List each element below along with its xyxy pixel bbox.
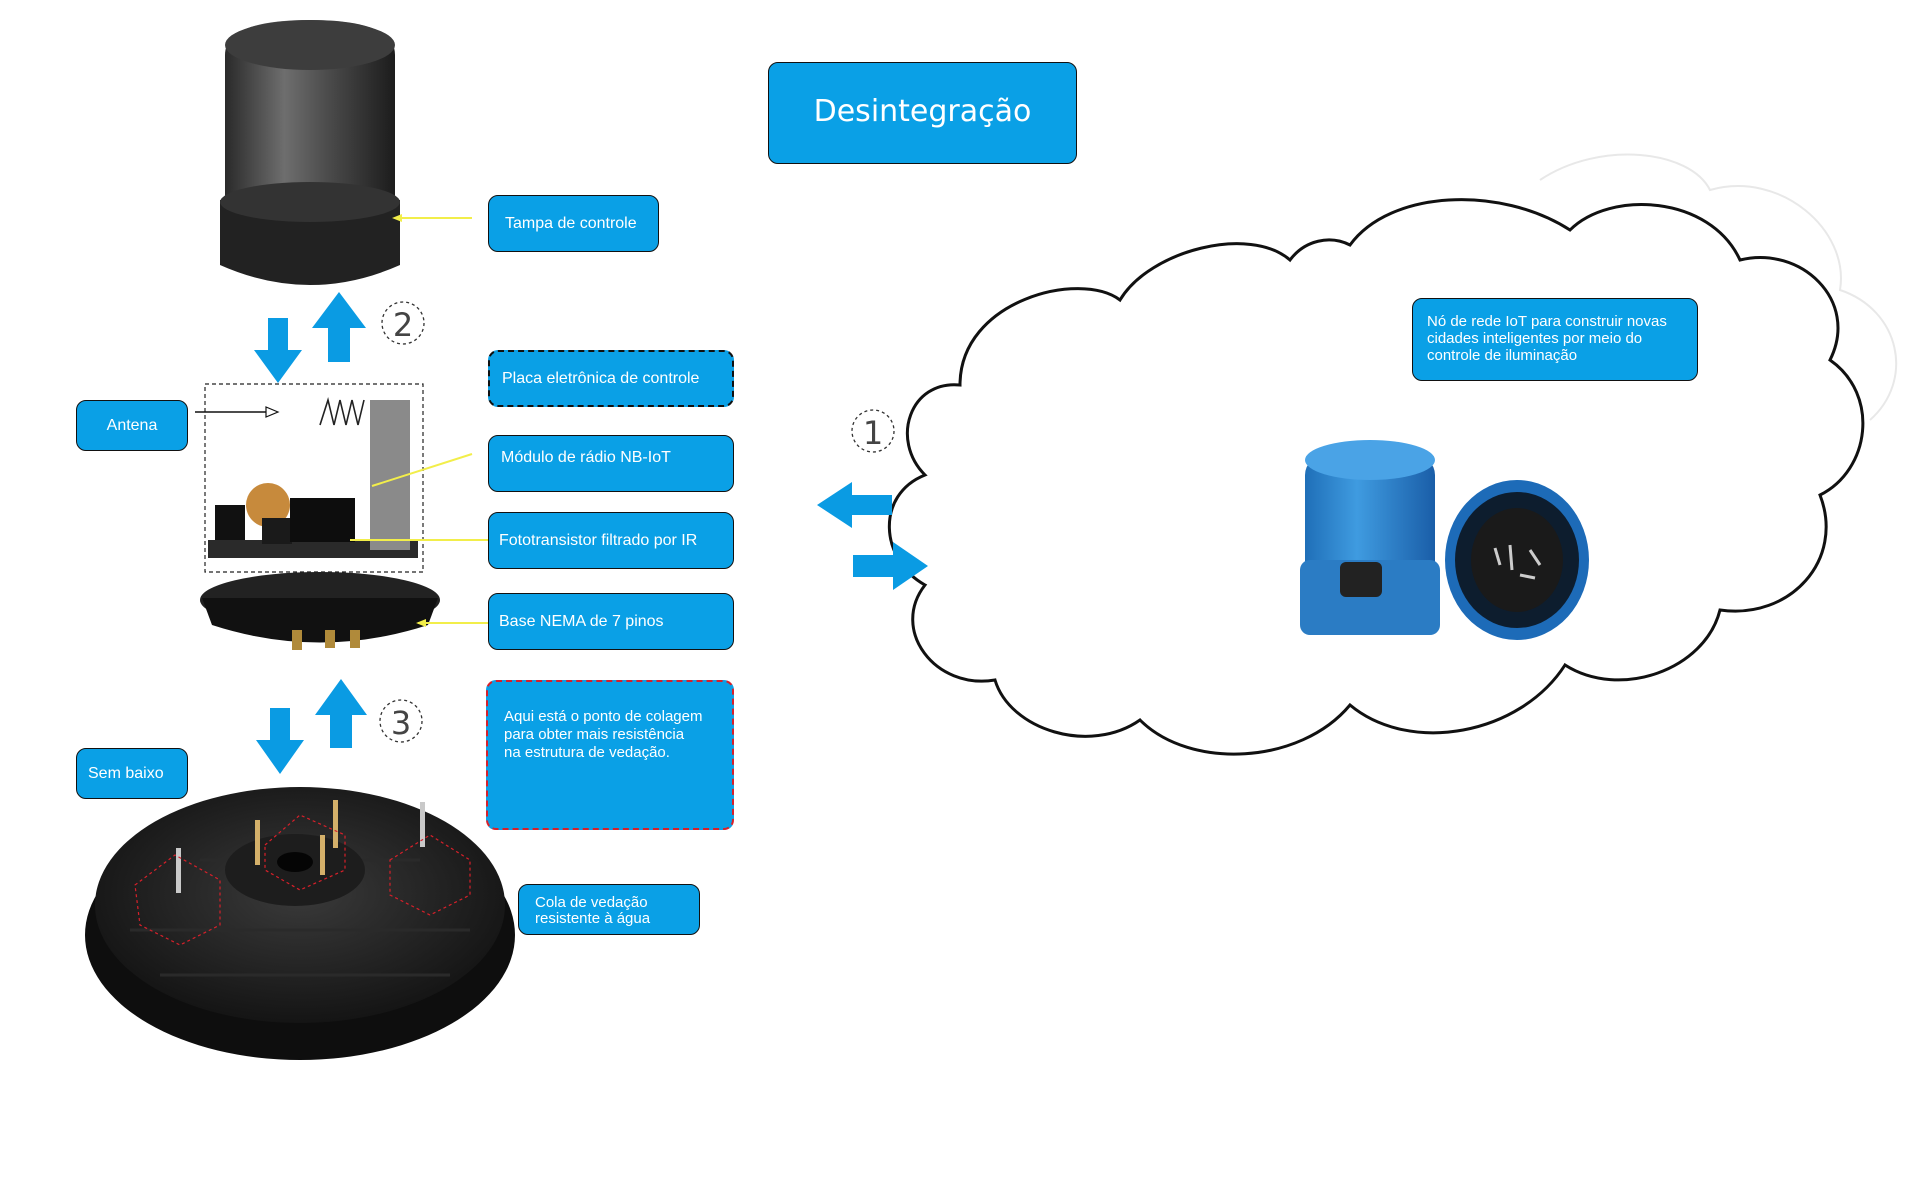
step-number-2: 2 (393, 306, 413, 344)
label-foto: Fototransistor filtrado por IR (488, 512, 734, 569)
title-box: Desintegração (768, 62, 1077, 164)
photo-board (200, 397, 440, 650)
arrows (254, 292, 928, 774)
label-antena-text: Antena (106, 416, 158, 434)
arrow-left-icon (817, 482, 892, 528)
label-cloud: Nó de rede IoT para construir novas cida… (1412, 298, 1698, 381)
step-number-3: 3 (391, 704, 411, 742)
label-colagem-text: Aqui está o ponto de colagem para obter … (504, 708, 703, 761)
arrow-down-icon (254, 318, 302, 383)
arrow-right-icon (853, 542, 928, 590)
label-base-text: Base NEMA de 7 pinos (499, 612, 664, 630)
arrow-down-icon (256, 708, 304, 774)
step-circle-2 (381, 301, 425, 345)
leader-modulo (371, 453, 473, 487)
step-number-1: 1 (863, 414, 883, 452)
label-placa: Placa eletrônica de controle (488, 350, 734, 407)
label-tampa-text: Tampa de controle (505, 214, 637, 232)
label-cola: Cola de vedação resistente à água (518, 884, 700, 935)
photo-base (85, 787, 515, 1060)
step-circle-3 (379, 699, 423, 743)
label-tampa: Tampa de controle (488, 195, 659, 252)
label-foto-text: Fototransistor filtrado por IR (499, 531, 698, 549)
label-antena: Antena (76, 400, 188, 451)
label-placa-text: Placa eletrônica de controle (502, 369, 700, 387)
step-circle-1 (851, 409, 895, 453)
photo-product (1300, 440, 1589, 640)
photo-cover (220, 20, 400, 285)
arrow-up-icon (312, 292, 366, 362)
label-modulo-text: Módulo de rádio NB-IoT (501, 449, 671, 466)
label-cola-text: Cola de vedação resistente à água (535, 894, 651, 927)
leader-base-tip (416, 619, 426, 627)
arrow-up-icon (315, 679, 367, 748)
label-sem-baixo-text: Sem baixo (88, 764, 164, 782)
label-base: Base NEMA de 7 pinos (488, 593, 734, 650)
antenna-pointer-tip (265, 406, 280, 418)
leader-lines (350, 217, 490, 624)
step-markers: 2 3 1 (379, 301, 895, 743)
label-cloud-text: Nó de rede IoT para construir novas cida… (1427, 313, 1667, 364)
leader-tampa-tip (392, 214, 402, 222)
board-frame (204, 383, 424, 573)
page-title: Desintegração (813, 93, 1032, 129)
label-colagem: Aqui está o ponto de colagem para obter … (486, 680, 734, 830)
label-sem-baixo: Sem baixo (76, 748, 188, 799)
label-modulo: Módulo de rádio NB-IoT (488, 435, 734, 492)
